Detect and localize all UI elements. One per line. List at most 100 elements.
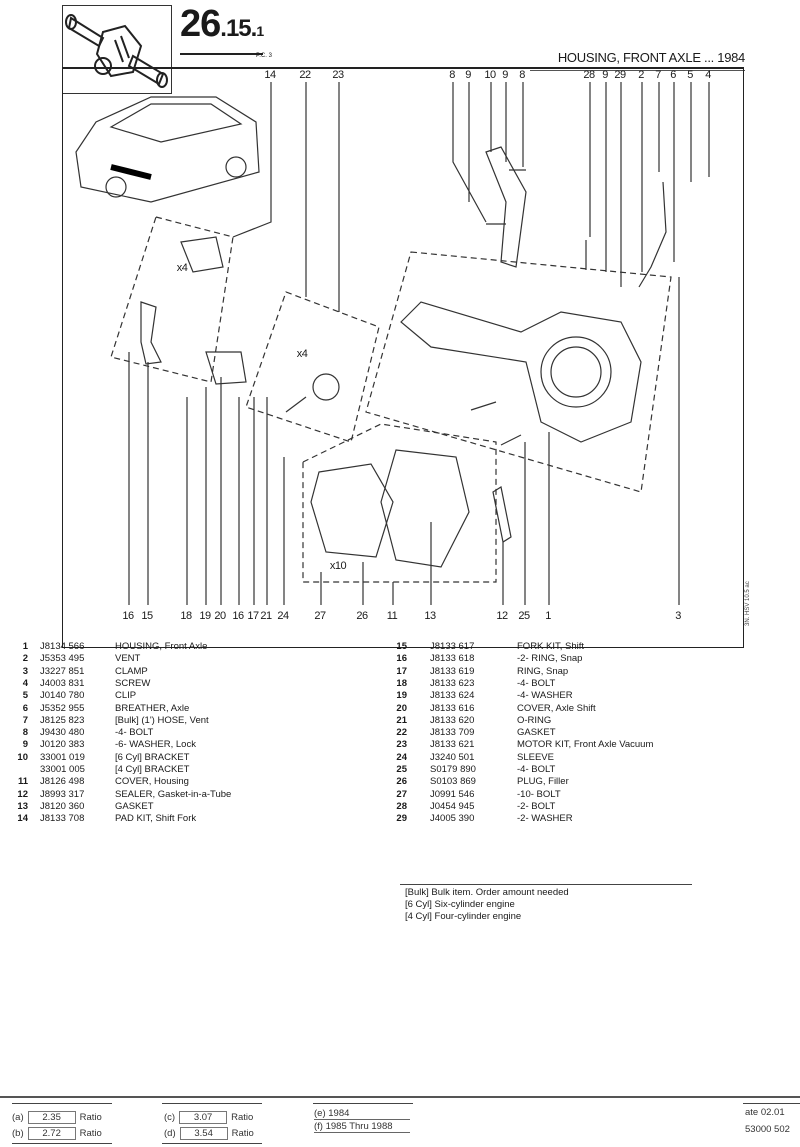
part-description: [4 Cyl] BRACKET	[115, 764, 190, 775]
part-number: S0103 869	[430, 776, 476, 788]
pc-label: P.C. 3	[256, 53, 272, 59]
item-number: 14	[17, 813, 28, 825]
callout-6: 6	[670, 69, 676, 81]
part-description: -6- WASHER, Lock	[115, 739, 196, 751]
part-number: J4005 390	[430, 813, 475, 825]
part-number: 33001 019	[40, 751, 85, 763]
callout-5: 5	[687, 69, 693, 81]
exploded-diagram	[62, 67, 744, 648]
part-number: J8125 823	[40, 714, 85, 726]
callout-14: 14	[264, 69, 276, 81]
callout-16: 16	[122, 610, 134, 622]
item-number: 12	[17, 788, 28, 800]
section-number: 26.15.1	[180, 2, 264, 55]
part-number: J0454 945	[430, 800, 475, 812]
part-description: VENT	[115, 653, 141, 665]
part-number: J0140 780	[40, 690, 85, 702]
item-number: 27	[396, 788, 407, 800]
callout-8: 8	[449, 69, 455, 81]
part-number: S0179 890	[430, 764, 476, 775]
item-number: 28	[396, 800, 407, 812]
part-description: GASKET	[517, 727, 556, 739]
note: [4 Cyl] Four-cylinder engine	[405, 911, 522, 922]
callout-27: 27	[314, 610, 326, 622]
inset-qty: x10	[329, 560, 347, 572]
part-number: J8133 619	[430, 665, 475, 677]
part-number: J8133 624	[430, 690, 475, 702]
footer-rule	[0, 1096, 800, 1098]
part-description: SLEEVE	[517, 751, 554, 763]
part-description: GASKET	[115, 800, 154, 812]
part-number: J8126 498	[40, 776, 85, 788]
page-title: HOUSING, FRONT AXLE ... 1984	[557, 50, 745, 65]
callout-9: 9	[502, 69, 508, 81]
callout-28: 28	[583, 69, 595, 81]
footer-divider	[162, 1103, 262, 1104]
item-number: 5	[22, 690, 28, 702]
part-number: J8133 621	[430, 739, 475, 751]
item-number: 24	[396, 751, 407, 763]
callout-23: 23	[332, 69, 344, 81]
year-value: 1985 Thru 1988	[325, 1121, 393, 1132]
item-number: 9	[22, 739, 28, 751]
part-number: 33001 005	[40, 764, 85, 775]
year-key: (f)	[314, 1121, 323, 1132]
part-number: J3227 851	[40, 665, 85, 677]
part-description: -2- RING, Snap	[517, 653, 583, 665]
footer-code: 53000 502	[745, 1124, 790, 1135]
part-description: -4- BOLT	[517, 764, 556, 775]
part-description: PAD KIT, Shift Fork	[115, 813, 197, 825]
callout-10: 10	[484, 69, 496, 81]
callout-21: 21	[260, 610, 272, 622]
item-number: 17	[396, 665, 407, 677]
callout-1: 1	[545, 610, 551, 622]
callout-13: 13	[424, 610, 436, 622]
part-number: J8134 566	[40, 641, 85, 652]
part-description: COVER, Housing	[115, 776, 189, 788]
title-rule	[530, 70, 745, 71]
part-number: J4003 831	[40, 677, 85, 689]
part-description: SCREW	[115, 677, 151, 689]
part-description: MOTOR KIT, Front Axle Vacuum	[517, 739, 654, 751]
item-number: 1	[22, 641, 28, 652]
year-f: (f) 1985 Thru 1988	[314, 1121, 410, 1133]
ratio-label: Ratio	[79, 1112, 102, 1123]
ratio-key: (d)	[164, 1128, 176, 1139]
item-number: 29	[396, 813, 407, 825]
callout-15: 15	[141, 610, 153, 622]
ratio-value: 2.35	[27, 1111, 76, 1124]
part-number: J8993 317	[40, 788, 85, 800]
year-value: 1984	[328, 1108, 350, 1119]
callout-3: 3	[675, 610, 681, 622]
side-code: 3N. HSV 10.5 ac	[745, 581, 751, 626]
footer-divider	[162, 1143, 262, 1144]
callout-9: 9	[465, 69, 471, 81]
part-description: CLAMP	[115, 665, 148, 677]
callout-22: 22	[299, 69, 311, 81]
footer-divider	[12, 1103, 112, 1104]
ratio-key: (b)	[12, 1128, 24, 1139]
vehicle-illustration	[75, 96, 260, 203]
section-index: 1	[256, 23, 264, 39]
part-description: CLIP	[115, 690, 137, 702]
ratio-value: 3.07	[179, 1111, 228, 1124]
item-number: 22	[396, 727, 407, 739]
part-number: J8133 620	[430, 714, 475, 726]
part-description: -2- WASHER	[517, 813, 573, 825]
part-description: HOUSING, Front Axle	[115, 641, 208, 652]
inset-qty: x4	[176, 262, 188, 274]
ratio-value: 2.72	[27, 1127, 76, 1140]
item-number: 25	[396, 764, 407, 775]
callout-20: 20	[214, 610, 226, 622]
item-number: 23	[396, 739, 407, 751]
part-number: J5352 955	[40, 702, 85, 714]
callout-2: 2	[638, 69, 644, 81]
item-number: 7	[22, 714, 28, 726]
callout-26: 26	[356, 610, 368, 622]
callout-12: 12	[496, 610, 508, 622]
part-number: J8133 709	[430, 727, 475, 739]
item-number: 10	[17, 751, 28, 763]
part-number: J8133 618	[430, 653, 475, 665]
callout-11: 11	[386, 610, 398, 622]
